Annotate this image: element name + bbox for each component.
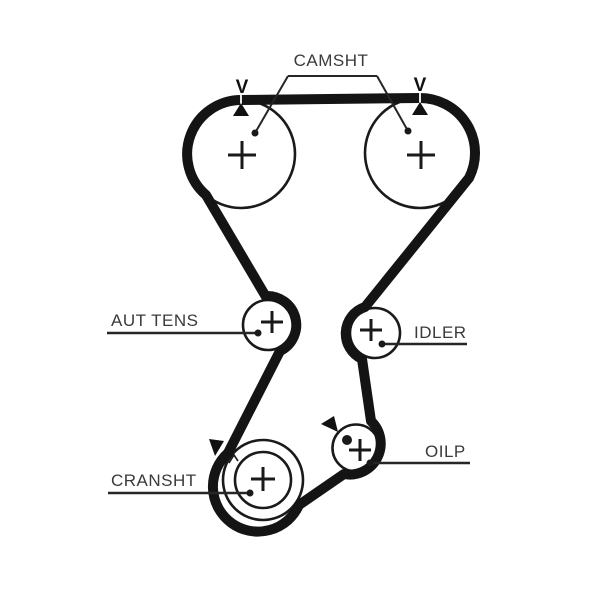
oil-pump-leader: [366, 459, 470, 467]
oil-pump-dot-mark: [342, 435, 352, 445]
crankshaft-notch-mark: [228, 453, 239, 464]
camshaft-label: CAMSHT: [294, 51, 369, 70]
timing-mark-v-left: V: [236, 77, 249, 98]
camshaft-left-cross-icon: [228, 141, 256, 169]
oil-pump-cross-icon: [349, 439, 371, 461]
idler-cross-icon: [360, 319, 382, 341]
tensioner-label: AUT TENS: [111, 311, 198, 330]
tensioner-cross-icon: [261, 311, 283, 333]
camshaft-right-triangle-icon: [412, 102, 428, 115]
idler-label: IDLER: [414, 323, 467, 342]
camshaft-left-triangle-icon: [233, 103, 249, 116]
crankshaft-cross-icon: [251, 467, 275, 491]
timing-mark-v-right: V: [414, 75, 427, 96]
camshaft-right-cross-icon: [407, 141, 435, 169]
oil-pump-label: OILP: [425, 442, 466, 461]
tensioner-leader: [107, 329, 262, 337]
camshaft-leader: [251, 75, 412, 137]
timing-belt: [182, 93, 480, 537]
crankshaft-label: CRANSHT: [111, 471, 197, 490]
idler-leader: [378, 340, 467, 348]
crankshaft-triangle-icon: [209, 439, 224, 456]
oil-pump-triangle-icon: [321, 416, 338, 432]
crankshaft-leader: [108, 489, 254, 497]
